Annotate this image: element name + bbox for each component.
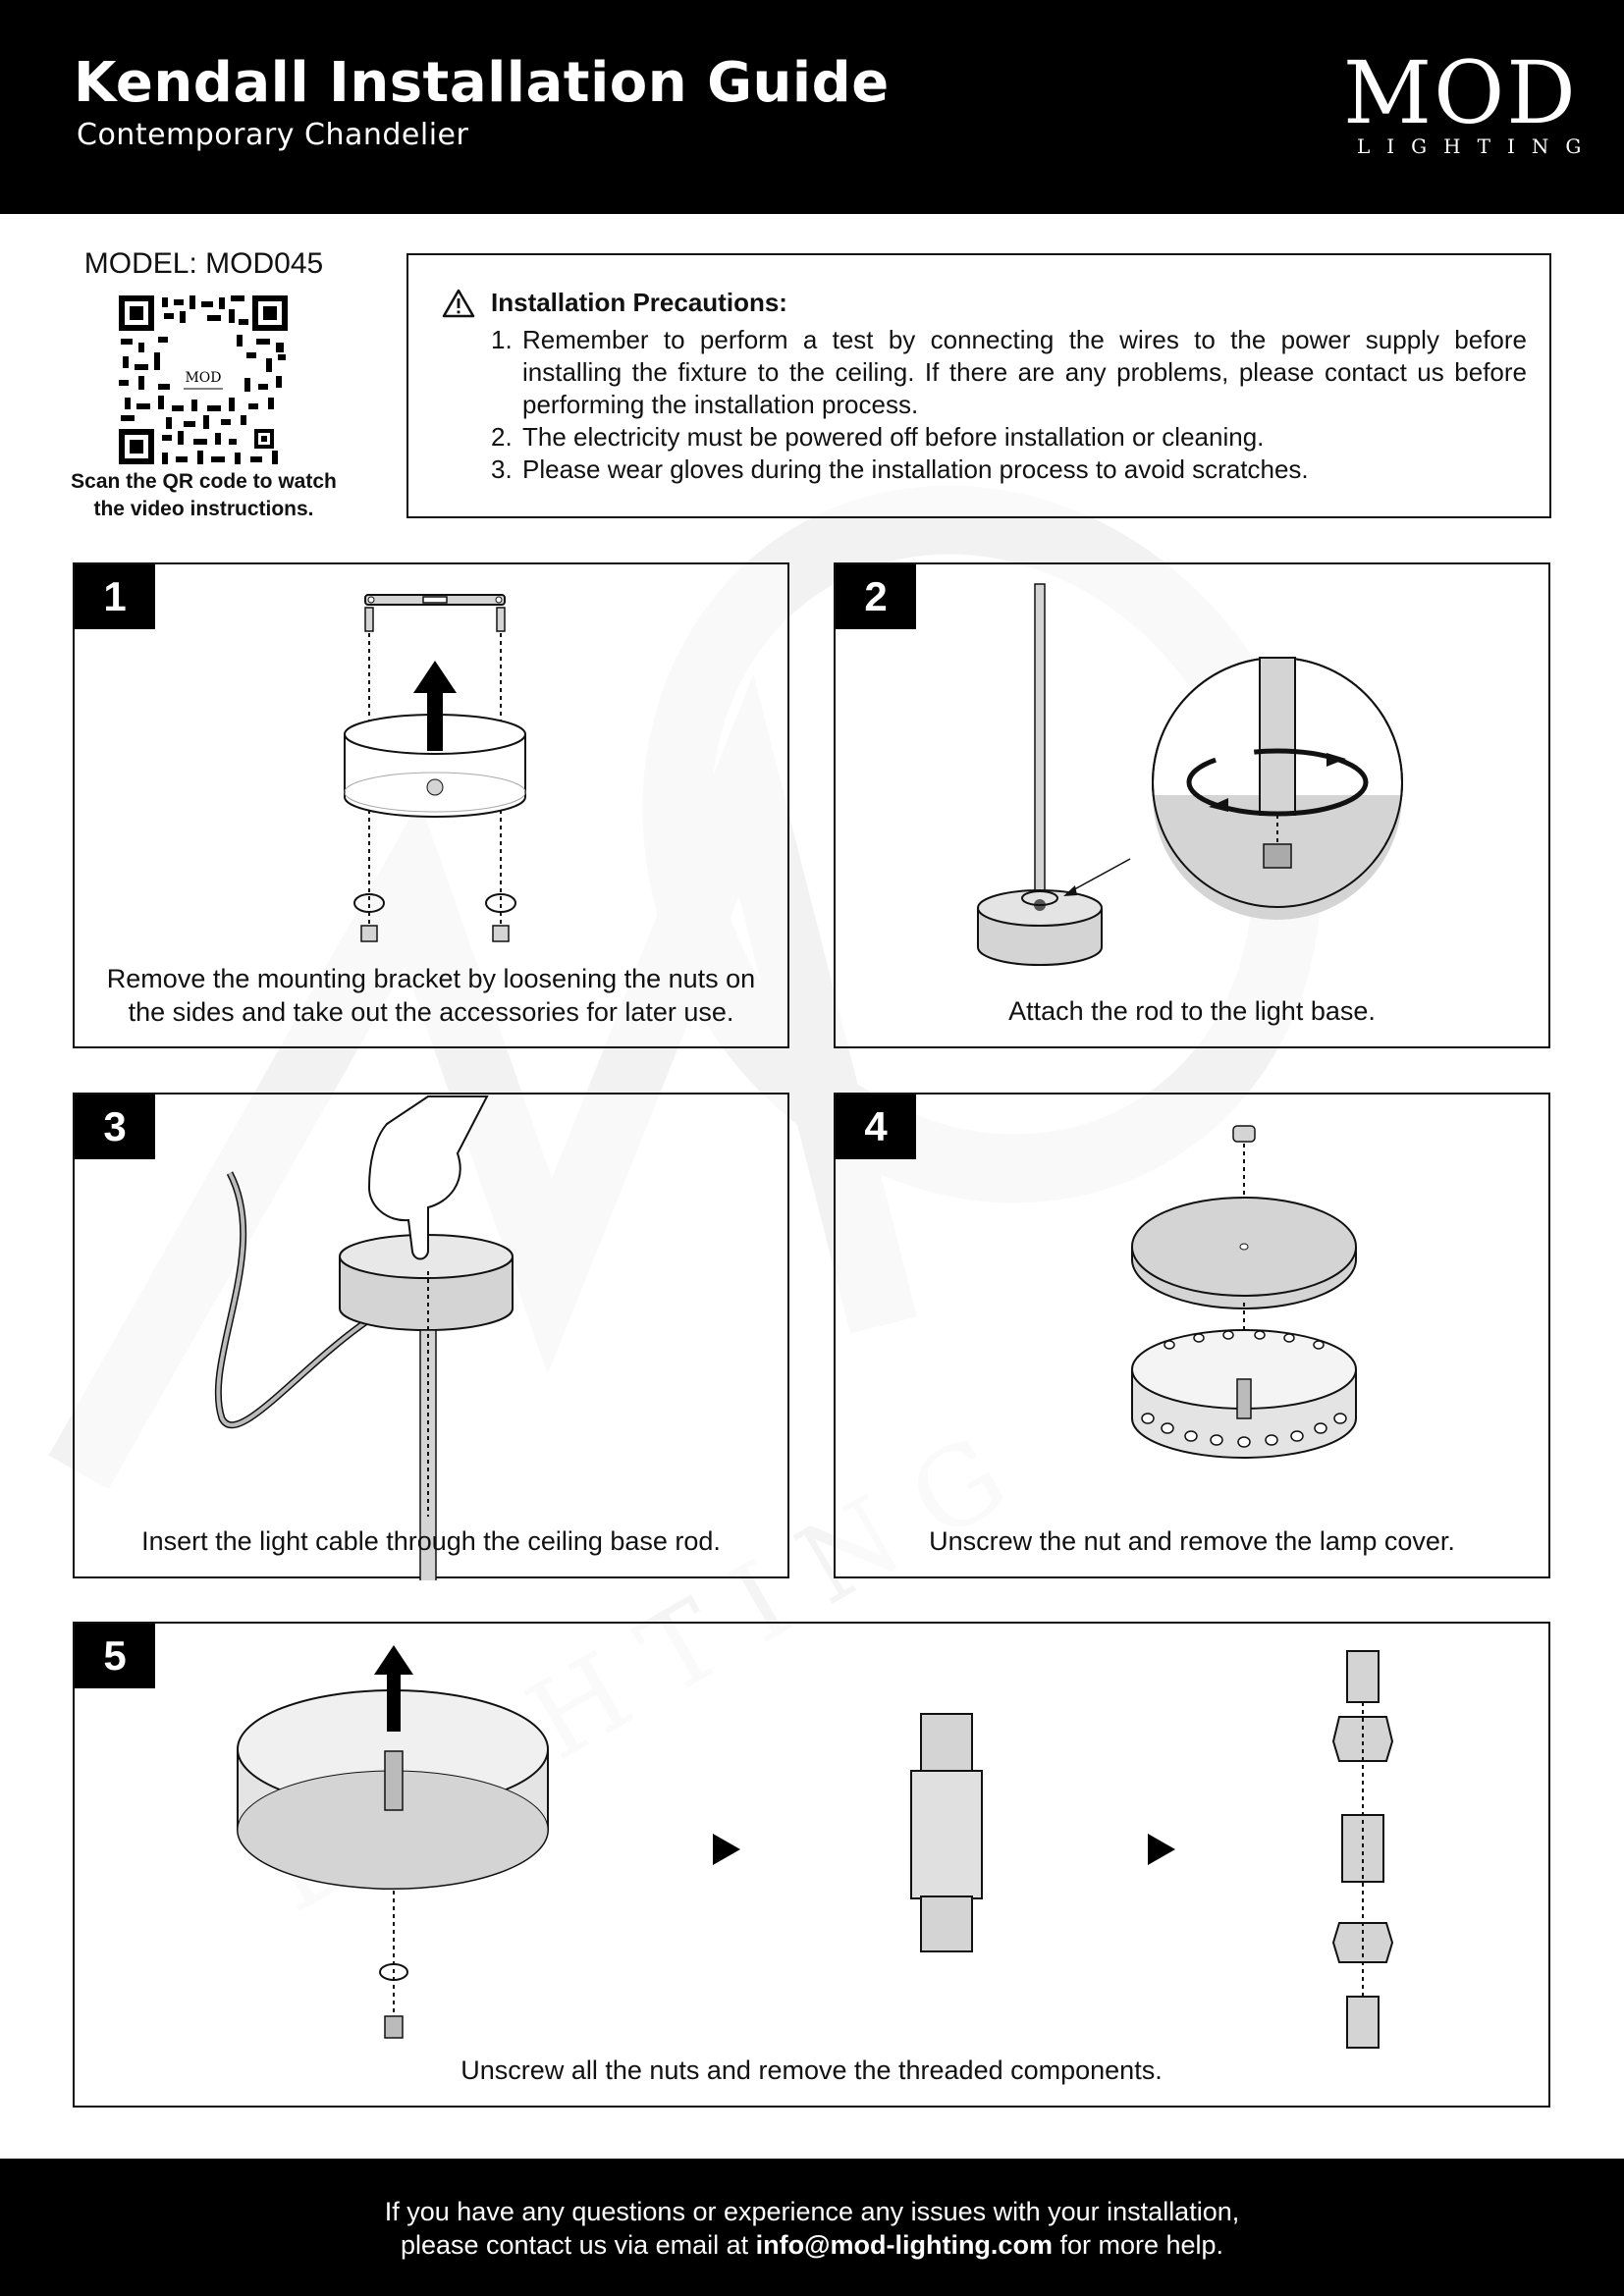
step-number-badge: 2 [836,564,916,629]
footer-line2-suffix: for more help. [1053,2230,1223,2260]
play-arrow-icon [1148,1834,1175,1865]
step-4-illustration [836,1095,1552,1580]
precaution-text: The electricity must be powered off befo… [522,422,1264,452]
qr-instructions-line2: the video instructions. [54,496,353,523]
precaution-text: Remember to perform a test by connecting… [522,325,1527,419]
model-number: MODEL: MOD045 [59,247,349,281]
step-number-badge: 4 [836,1095,916,1159]
step-number-badge: 3 [75,1095,155,1159]
step-3-caption: Insert the light cable through the ceili… [75,1524,787,1558]
page-header: Kendall Installation Guide Contemporary … [0,0,1624,214]
step-1-caption-line2: the sides and take out the accessories f… [75,995,787,1029]
qr-code[interactable]: MOD [119,295,288,464]
footer-line2: please contact us via email at info@mod-… [0,2228,1624,2262]
warning-icon [442,289,475,318]
precautions-list: 1. Remember to perform a test by connecti… [491,324,1527,486]
step-1-panel: 1 Remove the mounting bracket by looseni… [73,562,789,1048]
mod-lighting-logo: MOD LIGHTING [1343,54,1561,158]
play-arrow-icon [713,1834,740,1865]
precaution-number: 2. [491,421,513,454]
footer-line1: If you have any questions or experience … [0,2195,1624,2228]
step-3-panel: 3 Insert the light cable through the cei… [73,1093,789,1578]
qr-logo-text: MOD [185,370,221,386]
precaution-item: 2. The electricity must be powered off be… [491,421,1527,454]
qr-instructions-line1: Scan the QR code to watch [54,468,353,496]
step-1-caption-line1: Remove the mounting bracket by loosening… [75,962,787,995]
step-4-caption: Unscrew the nut and remove the lamp cove… [836,1524,1548,1558]
step-number-badge: 5 [75,1624,155,1688]
step-2-panel: 2 Attach the rod to the light base. [834,562,1550,1048]
step-5-illustration [75,1624,1552,2109]
step-1-caption: Remove the mounting bracket by loosening… [75,962,787,1029]
precaution-number: 3. [491,454,513,486]
logo-main-text: MOD [1343,54,1561,133]
page-footer: If you have any questions or experience … [0,2159,1624,2296]
step-5-caption: Unscrew all the nuts and remove the thre… [75,2054,1548,2087]
rotate-icon [354,894,515,912]
step-2-illustration [836,564,1552,1050]
installation-precautions-box: Installation Precautions: 1. Remember to … [406,253,1551,518]
qr-instructions: Scan the QR code to watch the video inst… [54,468,353,523]
page-title: Kendall Installation Guide [74,51,890,115]
step-2-caption: Attach the rod to the light base. [836,994,1548,1028]
step-4-panel: 4 Unscrew the nut and remove the lamp co… [834,1093,1550,1578]
precaution-text: Please wear gloves during the installati… [522,454,1309,484]
precaution-number: 1. [491,324,513,356]
precaution-item: 3. Please wear gloves during the installa… [491,454,1527,486]
step-3-illustration [75,1095,791,1580]
precaution-item: 1. Remember to perform a test by connecti… [491,324,1527,421]
logo-sub-text: LIGHTING [1343,134,1561,158]
footer-line2-prefix: please contact us via email at [401,2230,756,2260]
support-email-link[interactable]: info@mod-lighting.com [756,2230,1053,2260]
precautions-title: Installation Precautions: [491,288,787,318]
step-5-panel: 5 Unscrew all the nuts and remove the th… [73,1622,1550,2108]
page-subtitle: Contemporary Chandelier [77,118,468,152]
step-number-badge: 1 [75,564,155,629]
